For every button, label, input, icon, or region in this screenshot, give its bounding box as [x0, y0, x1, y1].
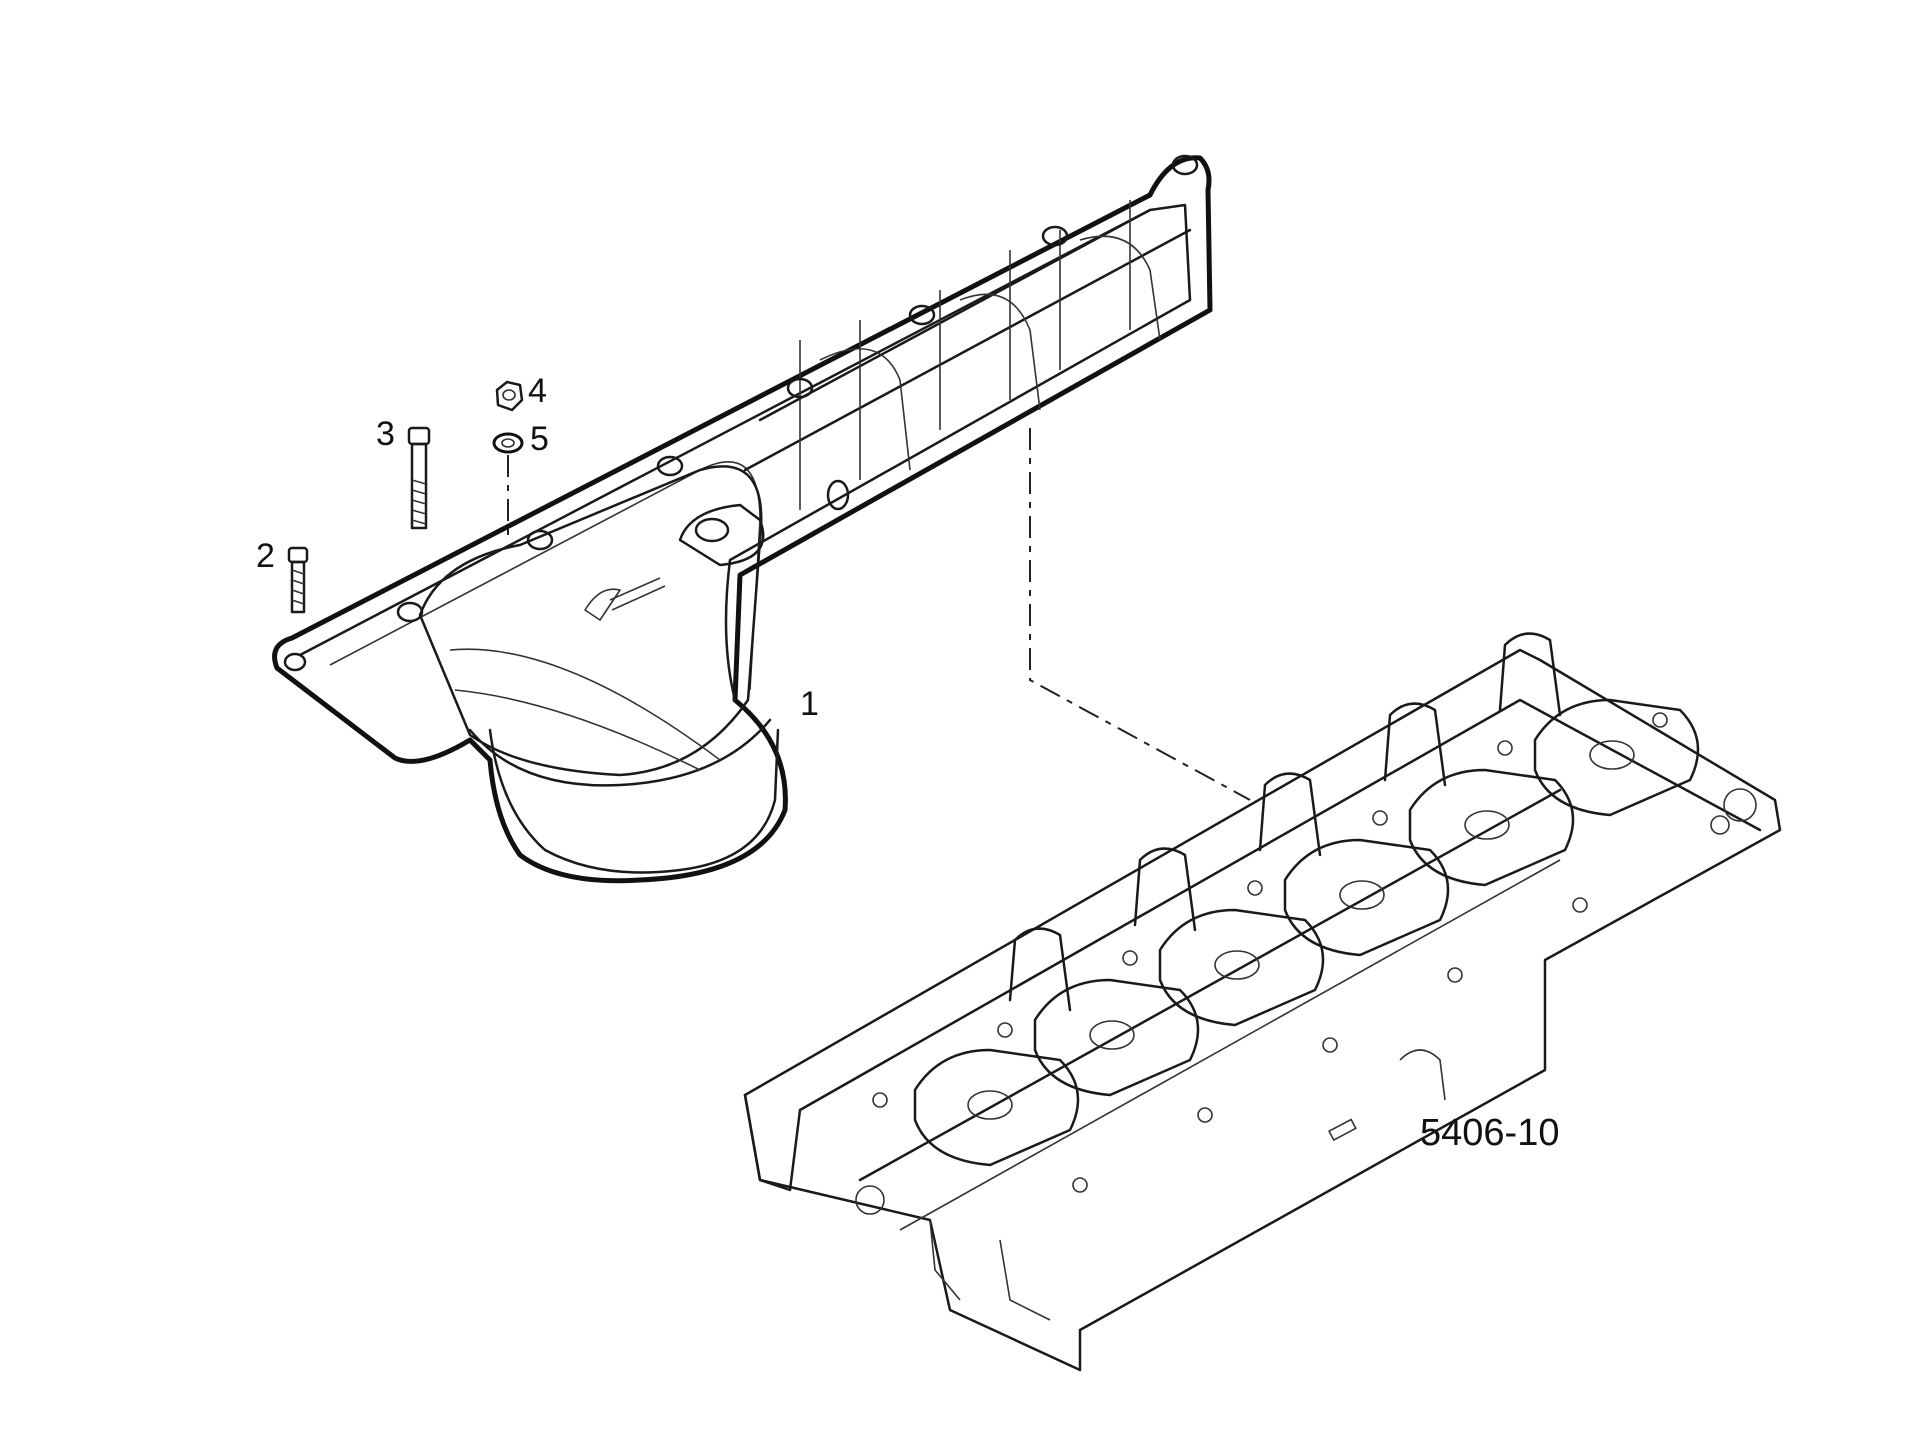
callout-1: 1: [800, 685, 819, 723]
callout-4: 4: [528, 372, 547, 410]
oil-pan-part: [272, 154, 1213, 884]
manufacturer-logo-icon: [584, 577, 666, 621]
nut-part-4: [495, 380, 524, 412]
bolt-part-3: [407, 426, 431, 530]
combustion-chambers: [913, 698, 1700, 1167]
diagram-reference-code: 5406-10: [1420, 1112, 1559, 1154]
callout-2: 2: [256, 537, 275, 575]
callout-5: 5: [530, 420, 549, 458]
alignment-line: [1029, 428, 1251, 801]
bolt-part-2: [287, 546, 309, 614]
callout-3: 3: [376, 415, 395, 453]
washer-part-5: [492, 432, 524, 454]
cylinder-head: [743, 632, 1782, 1372]
